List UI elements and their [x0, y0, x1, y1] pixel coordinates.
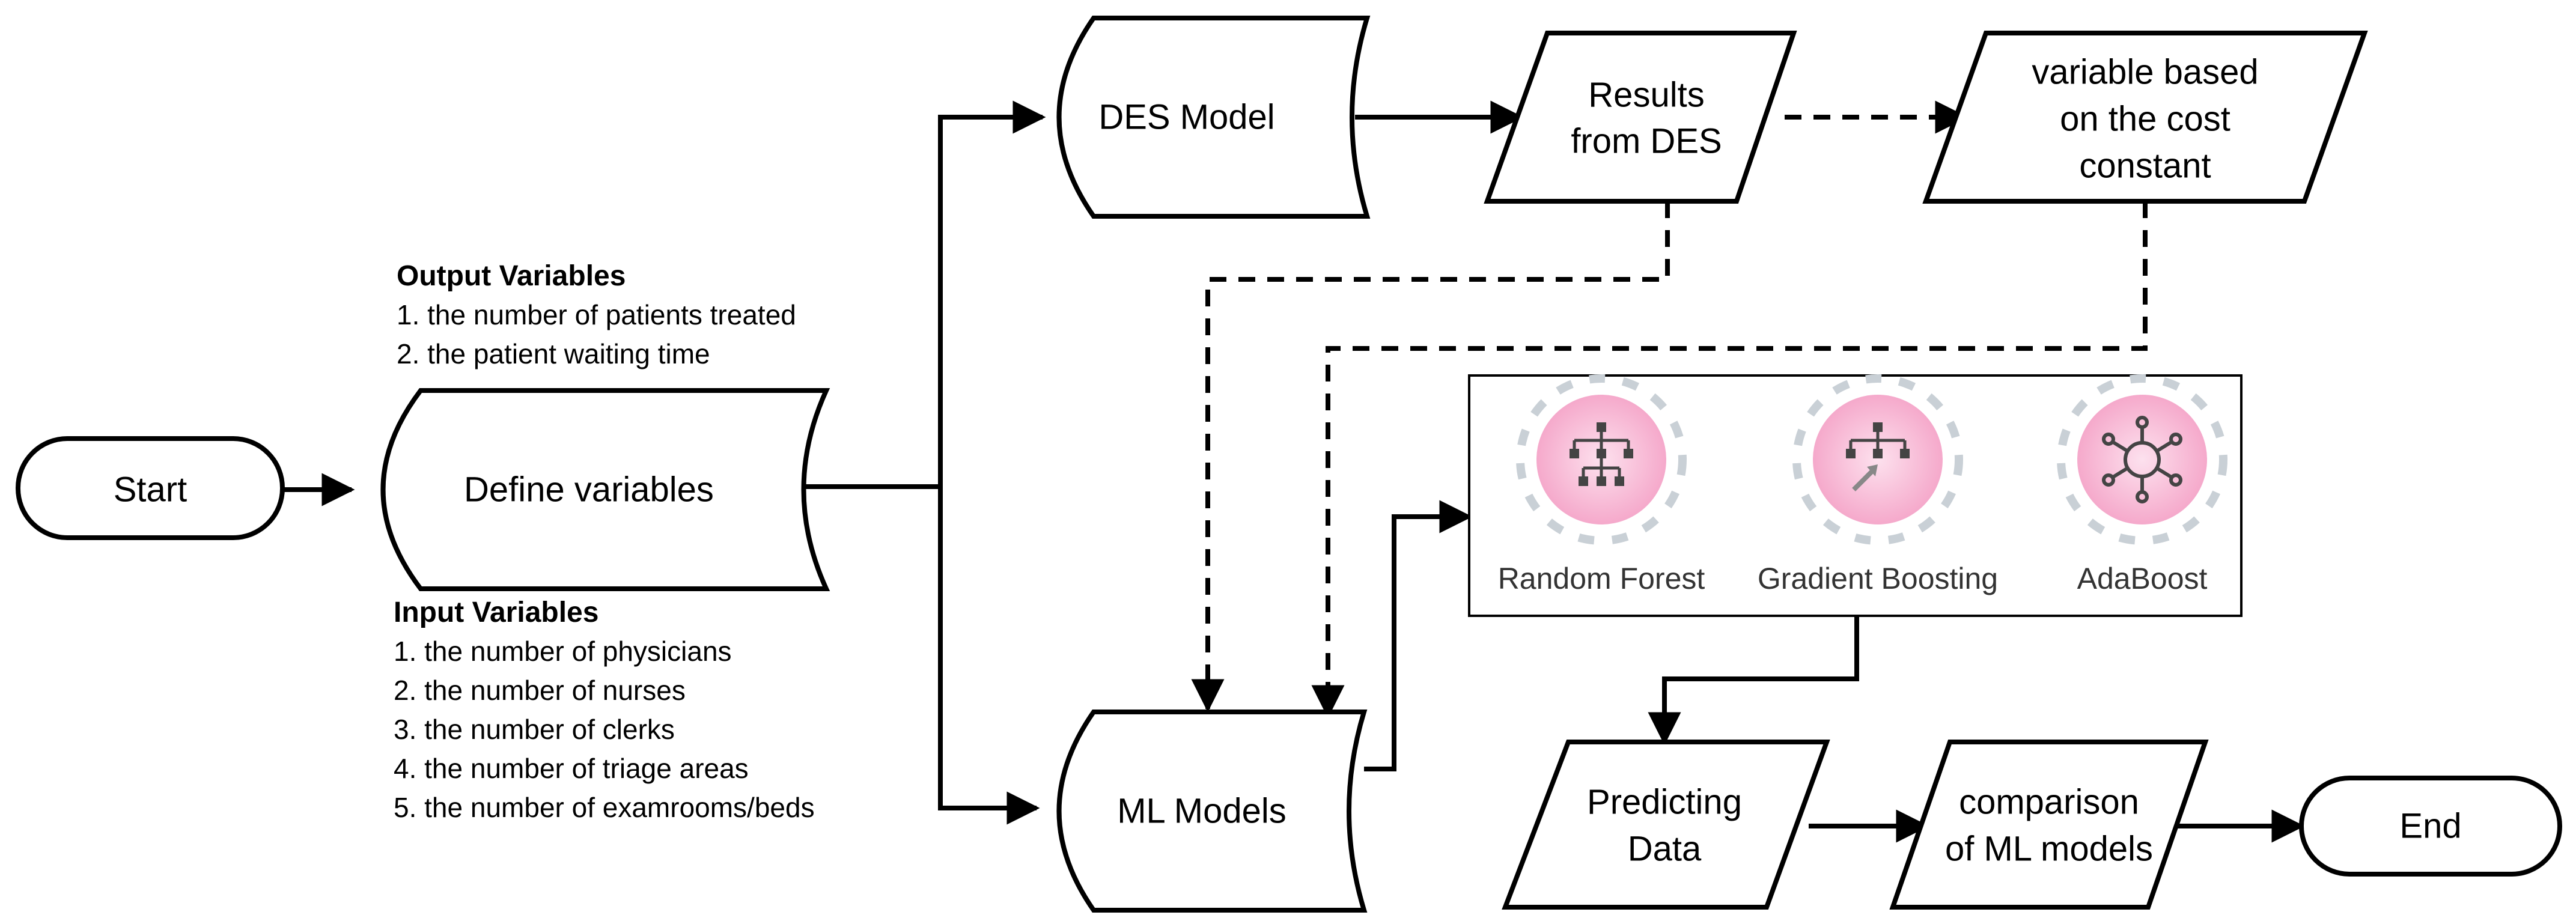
widget-circle: [2077, 395, 2207, 524]
output-variable-item: 2. the patient waiting time: [397, 338, 710, 369]
random-forest-label: Random Forest: [1498, 562, 1705, 595]
variable-label-line3: constant: [2079, 147, 2211, 186]
input-variable-item: 2. the number of nurses: [394, 675, 686, 706]
des-model-label: DES Model: [1098, 98, 1274, 137]
connectors-solid: [282, 100, 2305, 843]
ml-models-node: ML Models: [1056, 710, 1368, 913]
random-forest-widget: Random Forest: [1498, 374, 1705, 595]
des-model-node: DES Model: [1056, 16, 1371, 219]
output-variables-note: Output Variables 1. the number of patien…: [397, 260, 796, 369]
start-node: Start: [16, 436, 285, 540]
input-variables-heading: Input Variables: [394, 597, 598, 628]
widget-ring: [1516, 374, 1687, 545]
arrow-ml-to-models: [1364, 500, 1473, 771]
comparison-label-line2: of ML models: [1945, 830, 2153, 869]
results-label-line2: from DES: [1571, 122, 1722, 161]
models-panel: Random Forest Gradient Boosting: [1468, 374, 2243, 617]
hub-network-icon: [2102, 416, 2182, 503]
results-node: Results from DES: [1484, 31, 1797, 204]
define-variables-node: Define variables: [380, 388, 830, 591]
widget-circle: [1813, 395, 1943, 524]
input-variable-item: 3. the number of clerks: [394, 714, 675, 745]
connectors-dashed: [1191, 100, 2148, 719]
adaboost-label: AdaBoost: [2077, 562, 2208, 595]
variable-label-line1: variable based: [2032, 53, 2258, 92]
arrow-split-to-des: [938, 100, 1046, 487]
output-variables-heading: Output Variables: [397, 260, 626, 292]
input-variable-item: 5. the number of examrooms/beds: [394, 792, 815, 823]
predicting-label-line1: Predicting: [1587, 783, 1742, 822]
define-variables-label: Define variables: [464, 470, 714, 509]
predicting-node: Predicting Data: [1502, 740, 1830, 910]
input-variables-note: Input Variables 1. the number of physici…: [394, 597, 815, 823]
input-variable-item: 1. the number of physicians: [394, 636, 732, 667]
boosted-tree-icon: [1846, 422, 1910, 491]
adaboost-widget: AdaBoost: [2057, 374, 2227, 595]
widget-ring: [1792, 374, 1963, 545]
input-variable-item: 4. the number of triage areas: [394, 753, 749, 784]
variable-label-line2: on the cost: [2060, 100, 2230, 139]
decision-tree-icon: [1570, 422, 1633, 486]
results-label-line1: Results: [1588, 76, 1704, 115]
arrow-split-to-ml: [938, 487, 1040, 825]
comparison-node: comparison of ML models: [1889, 740, 2209, 910]
gradient-boosting-widget: Gradient Boosting: [1758, 374, 1998, 595]
gradient-boosting-label: Gradient Boosting: [1758, 562, 1998, 595]
ml-models-label: ML Models: [1117, 792, 1286, 831]
output-variable-item: 1. the number of patients treated: [397, 299, 796, 330]
widget-ring: [2057, 374, 2227, 545]
end-label: End: [2399, 807, 2461, 846]
arrow-variable-to-ml: [1311, 201, 2148, 719]
variable-node: variable based on the cost constant: [1922, 31, 2368, 204]
arrow-results-to-ml: [1191, 201, 1670, 713]
arrow-models-to-predicting: [1648, 616, 1859, 746]
comparison-label-line1: comparison: [1959, 783, 2139, 822]
start-label: Start: [114, 470, 187, 509]
end-node: End: [2299, 776, 2562, 877]
predicting-label-line2: Data: [1628, 830, 1702, 869]
